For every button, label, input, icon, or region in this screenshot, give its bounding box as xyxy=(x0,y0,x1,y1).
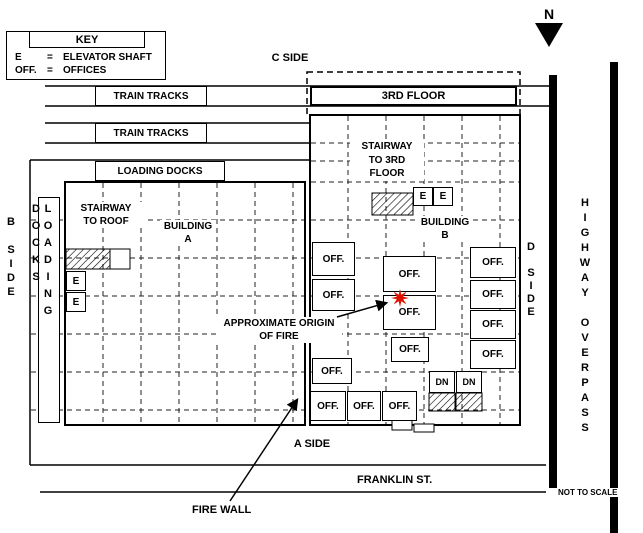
stairway-to-roof-label: STAIRWAY TO ROOF xyxy=(66,202,146,228)
fire-origin-marker xyxy=(391,289,409,307)
train-tracks-upper-label: TRAIN TRACKS xyxy=(95,86,207,106)
down-stairs-box: DN xyxy=(429,371,455,393)
office-box: OFF. xyxy=(347,391,381,421)
key-equals: = xyxy=(47,65,53,76)
key-symbol: OFF. xyxy=(15,65,37,76)
key-symbol: E xyxy=(15,52,22,63)
office-box: OFF. xyxy=(310,391,346,421)
c-side-label: C SIDE xyxy=(271,52,309,64)
street-label: FRANKLIN ST. xyxy=(357,474,433,486)
key-row-elevator: E = ELEVATOR SHAFT xyxy=(15,52,163,63)
building-a-outline xyxy=(64,181,306,426)
office-box: OFF. xyxy=(383,295,436,330)
down-stairs-box: DN xyxy=(456,371,482,393)
north-label: N xyxy=(544,6,554,22)
rail-corridor-bar xyxy=(549,75,557,488)
highway-overpass-bar xyxy=(610,62,618,533)
office-box: OFF. xyxy=(383,256,436,292)
key-definition: OFFICES xyxy=(63,65,107,76)
highway-overpass-label: HIGHWAY OVERPASS xyxy=(579,197,591,437)
d-side-label: D SIDE xyxy=(525,241,537,319)
fire-wall-label: FIRE WALL xyxy=(192,504,252,516)
office-box: OFF. xyxy=(312,279,355,311)
not-to-scale-label: NOT TO SCALE xyxy=(556,488,620,497)
dock-door-upper xyxy=(391,419,413,431)
b-side-label: B SIDE xyxy=(5,216,17,300)
building-a-label: BUILDING A xyxy=(160,220,216,246)
dock-door-lower xyxy=(413,423,435,433)
key-legend: KEY E = ELEVATOR SHAFT OFF. = OFFICES xyxy=(6,31,166,80)
elevator-box: E xyxy=(413,187,433,206)
dn-stairs-hatch-right xyxy=(455,392,483,412)
fire-origin-overlay xyxy=(336,289,409,318)
stairway-roof-stairs-hatch xyxy=(65,248,111,270)
stairway-roof-landing xyxy=(109,248,131,270)
north-pointer-icon xyxy=(535,23,563,47)
train-tracks-lower-label: TRAIN TRACKS xyxy=(95,123,207,143)
key-title: KEY xyxy=(29,31,145,48)
office-box: OFF. xyxy=(312,358,352,384)
office-box: OFF. xyxy=(470,280,516,309)
loading-docks-side-label: LOADING DOCKS xyxy=(30,197,60,423)
elevator-box: E xyxy=(66,271,86,291)
fire-wall-arrow xyxy=(229,398,299,502)
elevator-box: E xyxy=(433,187,453,206)
third-floor-dashed-outline xyxy=(306,71,521,116)
fire-origin-label: APPROXIMATE ORIGIN OF FIRE xyxy=(216,317,342,343)
stairway-third-stairs-hatch xyxy=(371,192,414,216)
office-box: OFF. xyxy=(382,391,417,421)
north-arrow: N xyxy=(535,6,563,47)
key-definition: ELEVATOR SHAFT xyxy=(63,52,152,63)
office-box: OFF. xyxy=(470,310,516,339)
third-floor-band: 3RD FLOOR xyxy=(310,86,517,106)
structural-grid-lines xyxy=(31,116,519,424)
building-b-label: BUILDING B xyxy=(417,216,473,242)
office-box: OFF. xyxy=(470,340,516,369)
office-box: OFF. xyxy=(312,242,355,276)
elevator-box: E xyxy=(66,292,86,312)
a-side-label: A SIDE xyxy=(293,438,331,450)
key-row-offices: OFF. = OFFICES xyxy=(15,65,163,76)
stairway-to-3rd-floor-label: STAIRWAY TO 3RD FLOOR xyxy=(350,140,424,181)
loading-docks-band-label: LOADING DOCKS xyxy=(95,161,225,181)
fire-origin-arrow xyxy=(336,299,389,318)
dn-stairs-hatch-left xyxy=(428,392,456,412)
office-box: OFF. xyxy=(391,337,429,362)
key-equals: = xyxy=(47,52,53,63)
office-box: OFF. xyxy=(470,247,516,278)
